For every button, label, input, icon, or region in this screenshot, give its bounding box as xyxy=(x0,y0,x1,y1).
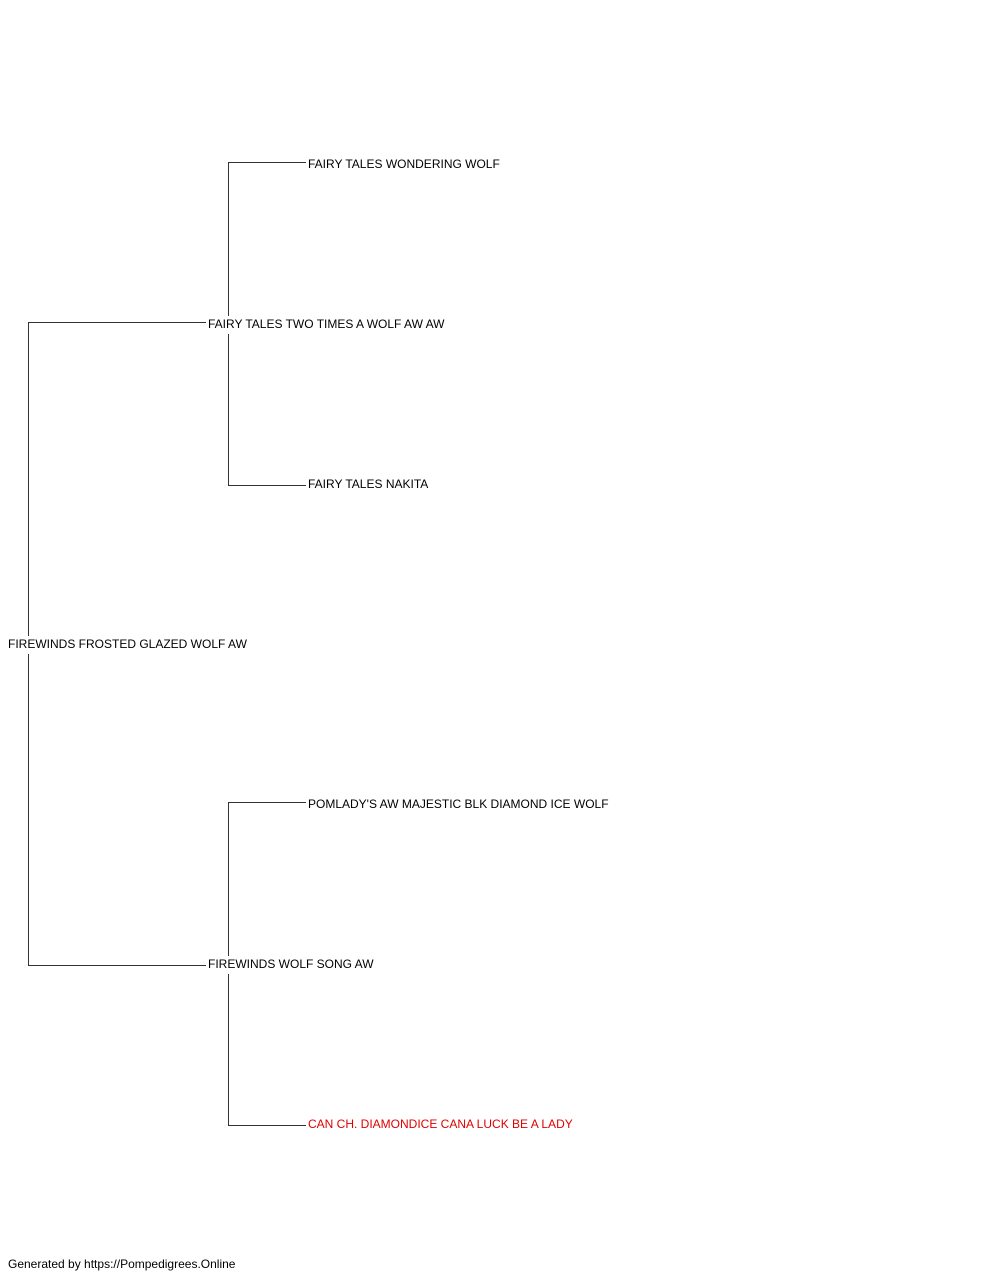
dam-dam-name[interactable]: CAN CH. DIAMONDICE CANA LUCK BE A LADY xyxy=(308,1117,573,1131)
sire-sire-name[interactable]: FAIRY TALES WONDERING WOLF xyxy=(308,157,500,171)
sire-name[interactable]: FAIRY TALES TWO TIMES A WOLF AW AW xyxy=(208,317,445,331)
generated-by-footer: Generated by https://Pompedigrees.Online xyxy=(8,1257,236,1271)
sire-dam-name[interactable]: FAIRY TALES NAKITA xyxy=(308,477,429,491)
dam-sire-name[interactable]: POMLADY'S AW MAJESTIC BLK DIAMOND ICE WO… xyxy=(308,797,609,811)
dam-name[interactable]: FIREWINDS WOLF SONG AW xyxy=(208,957,374,971)
subject-name[interactable]: FIREWINDS FROSTED GLAZED WOLF AW xyxy=(8,637,247,651)
